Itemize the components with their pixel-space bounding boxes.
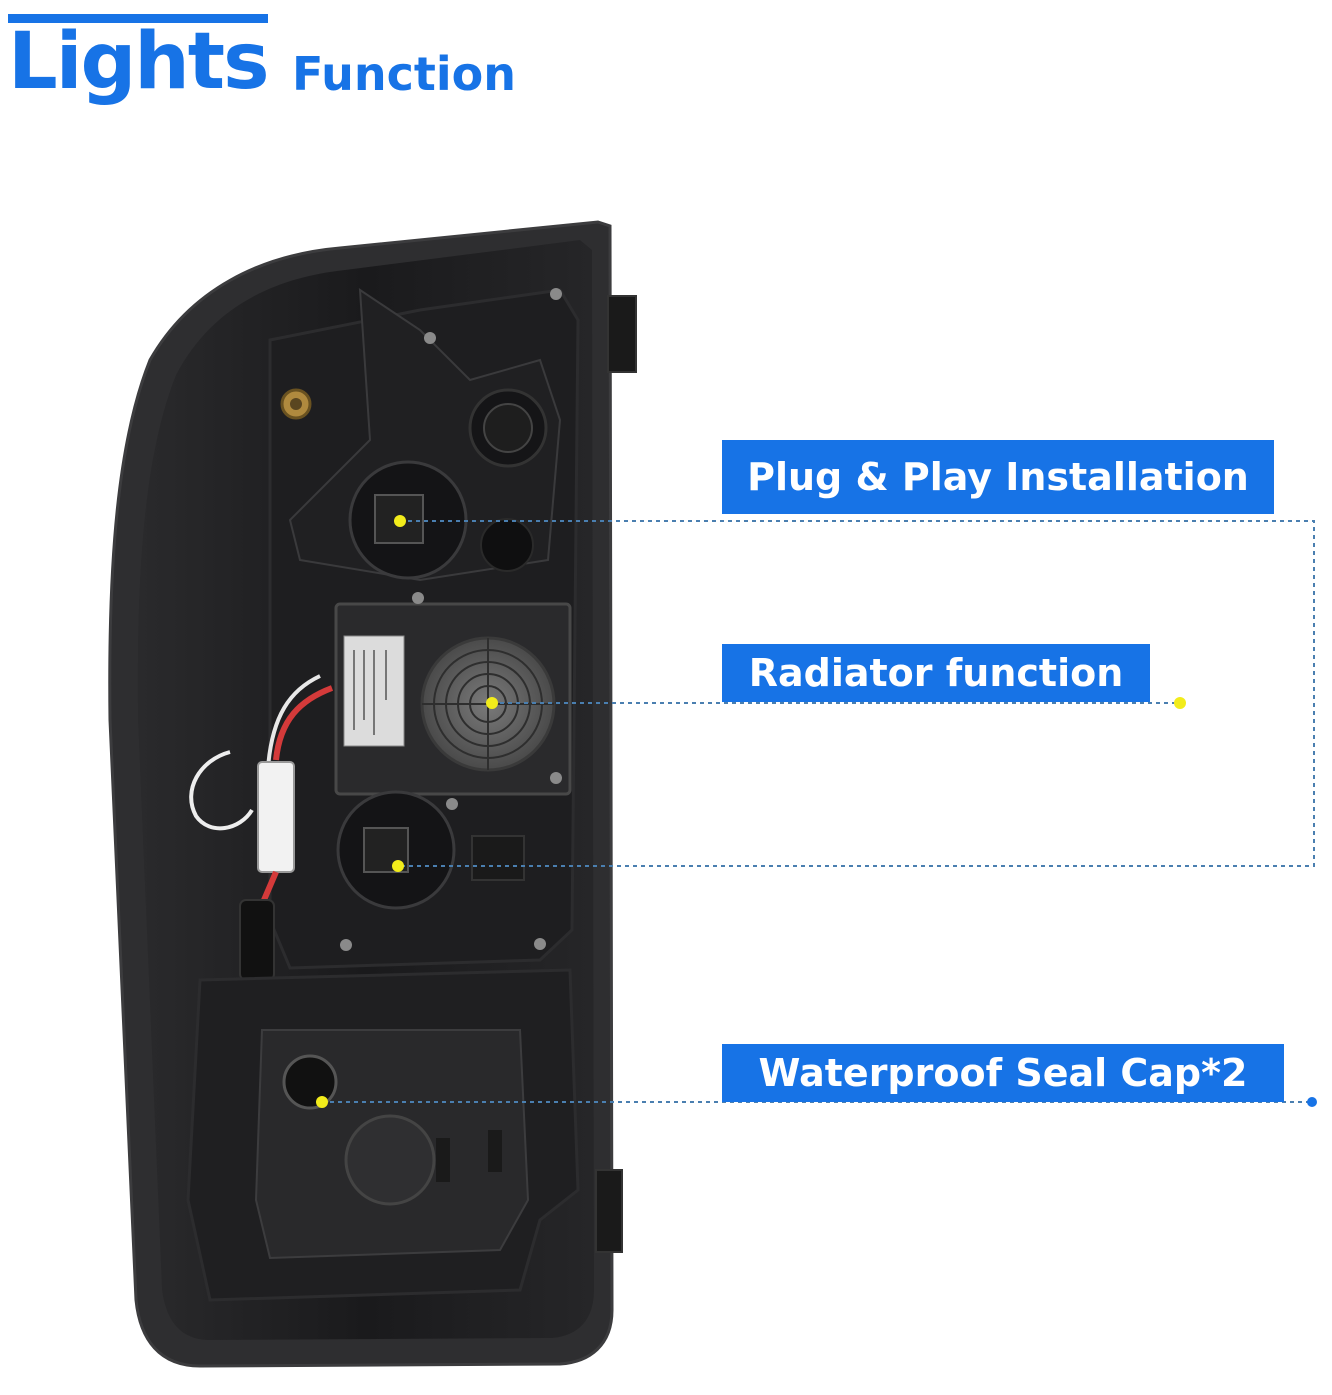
screw-top-left <box>280 388 312 420</box>
page-title: Lights <box>8 17 270 107</box>
marker-dot-icon <box>486 697 498 709</box>
callout-waterproof-seal: Waterproof Seal Cap*2 <box>722 1044 1284 1102</box>
leader-lines <box>322 520 1315 1103</box>
marker-dot-icon <box>394 515 406 527</box>
marker-dot-icon <box>316 1096 328 1108</box>
callout-radiator: Radiator function <box>722 644 1150 702</box>
title-accent-bar <box>8 14 268 23</box>
marker-dot-icon <box>392 860 404 872</box>
page-subtitle: Function <box>292 47 517 101</box>
callout-plug-play: Plug & Play Installation <box>722 440 1274 514</box>
marker-dot-icon <box>1174 697 1186 709</box>
lamp-housing <box>108 220 637 1368</box>
leader-plug <box>398 520 1315 867</box>
marker-end-icon <box>1307 1097 1317 1107</box>
